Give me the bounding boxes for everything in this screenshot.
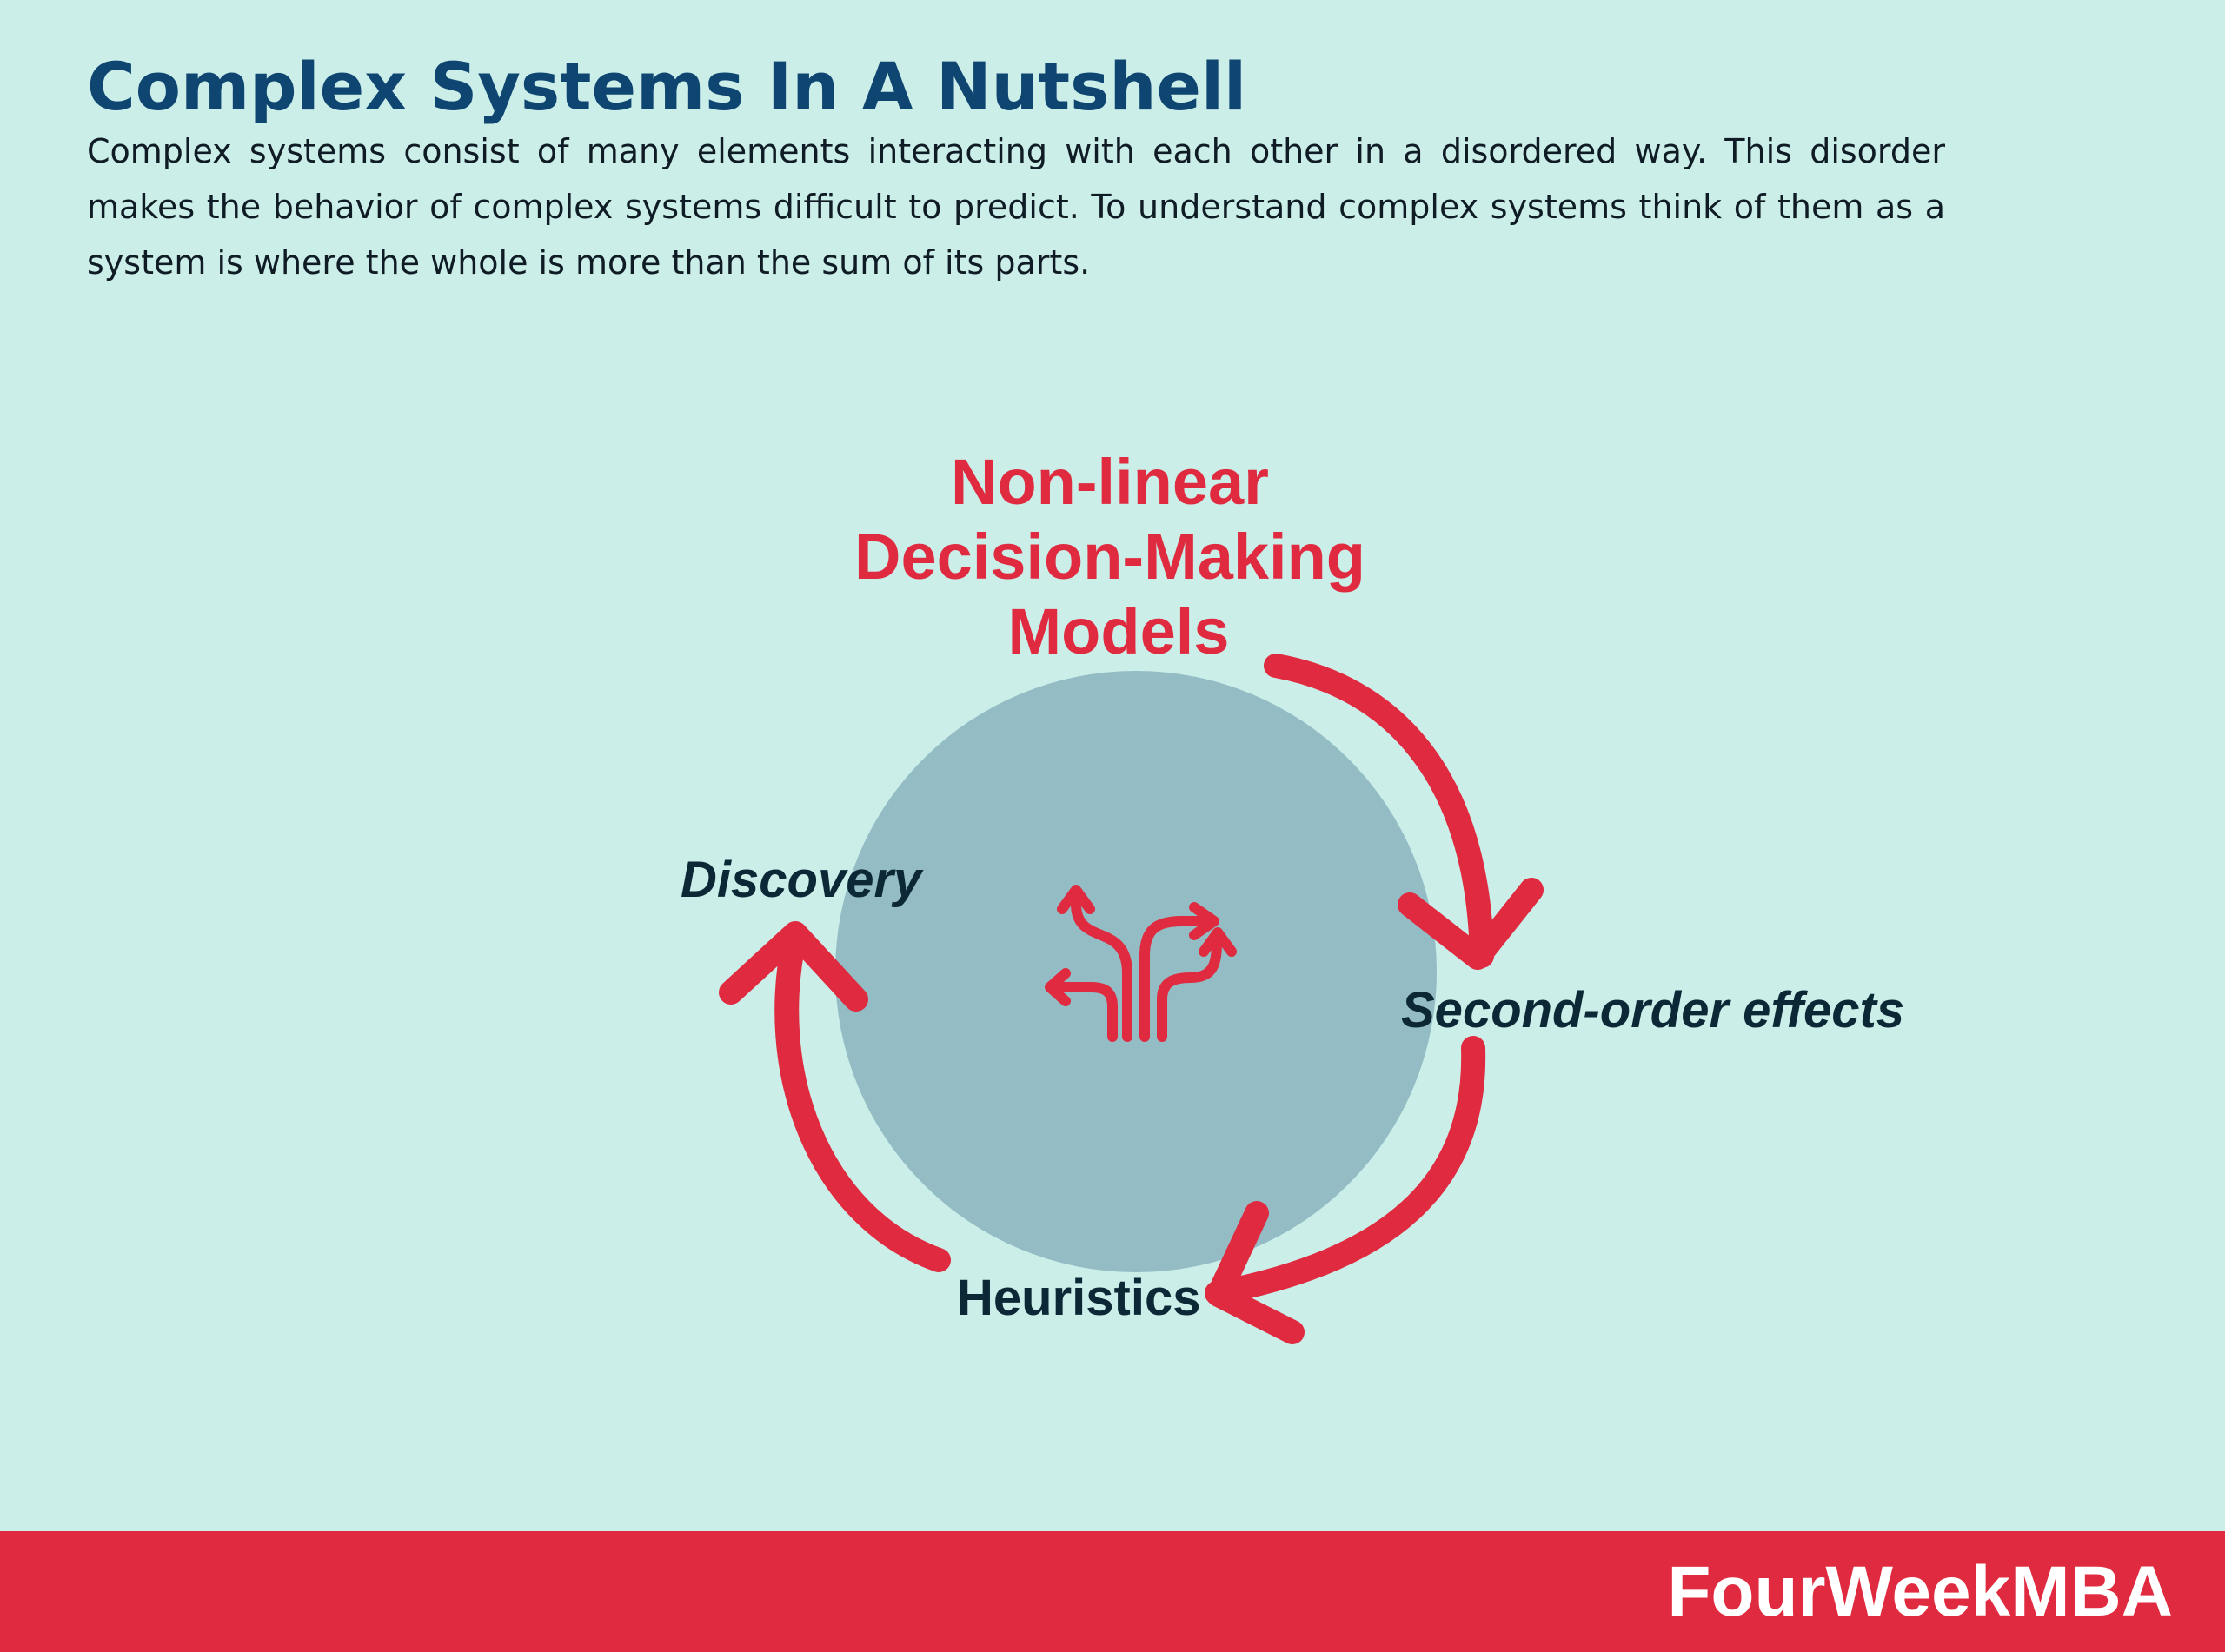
heading-line-3: Models: [1008, 595, 1230, 667]
cycle-arrow-bottom: [1205, 1036, 1486, 1344]
page-title: Complex Systems In A Nutshell: [87, 48, 1247, 125]
footer-bar: FourWeekMBA: [0, 1531, 2225, 1652]
cycle-arrow-left: [719, 921, 951, 1272]
center-circle: [835, 671, 1437, 1272]
cycle-arrow-top-right: [1264, 654, 1544, 970]
heading-line-2: Decision-Making: [854, 521, 1365, 593]
step-heuristics: Heuristics: [957, 1270, 1200, 1326]
branching-arrows-icon: [1045, 885, 1237, 1042]
brand-logo: FourWeekMBA: [1667, 1552, 2173, 1631]
step-second-order-effects: Second-order effects: [1401, 982, 1904, 1038]
heading-line-1: Non-linear: [951, 446, 1269, 518]
decision-cycle-diagram: Non-linear Decision-Making Models Second…: [681, 446, 1904, 1344]
description: Complex systems consist of many elements…: [87, 132, 1945, 282]
step-discovery: Discovery: [681, 852, 924, 908]
